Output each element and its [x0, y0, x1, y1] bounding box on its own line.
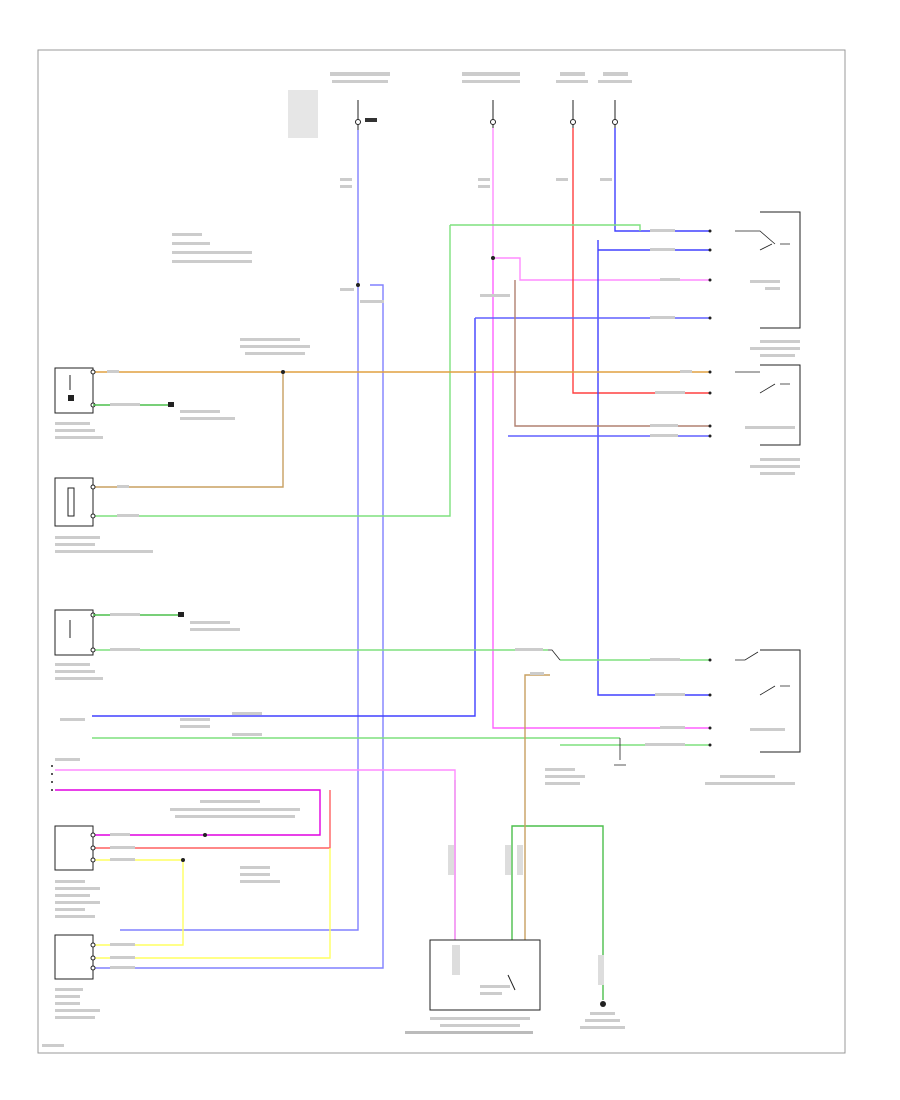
- wire-pink-main: [492, 128, 710, 281]
- switch-assembly-3: [705, 649, 801, 785]
- legend-notes: [172, 233, 252, 263]
- left-labels: [51, 712, 300, 862]
- fuse-feed-3: [556, 72, 588, 128]
- module-1: [54, 825, 280, 918]
- switch-assembly-2: [735, 364, 801, 475]
- wire-blue-right: [614, 128, 710, 232]
- wire-magenta-loop: [55, 789, 321, 836]
- wires: [55, 128, 710, 1000]
- splice-labels: [240, 256, 510, 374]
- fuse-feed-4: [598, 72, 632, 128]
- wire-pink-down: [492, 258, 710, 729]
- wire-green-s1: [92, 225, 451, 517]
- wire-yellow-2: [92, 848, 331, 959]
- wire-brown: [514, 280, 710, 427]
- sensor-1: [54, 367, 235, 439]
- relay-switch: [545, 649, 626, 785]
- wire-orange-s1: [92, 372, 284, 488]
- wire-tan-motor: [524, 674, 550, 940]
- wire-yellow-1: [92, 859, 184, 946]
- fuse-feed-2: [462, 72, 520, 128]
- sensor-2: [54, 477, 153, 553]
- wire-pink-lower: [55, 769, 456, 940]
- wire-red-main: [572, 128, 710, 394]
- wire-violet-branch: [92, 284, 384, 969]
- wire-red-lower: [92, 790, 331, 849]
- fuse-feed-1: [288, 72, 390, 138]
- wire-blue-center: [92, 318, 476, 717]
- page-marker: [42, 1044, 64, 1047]
- wire-blue-s2: [597, 240, 710, 696]
- wire-green-motor: [511, 825, 604, 1000]
- module-2: [54, 934, 100, 1019]
- right-pins: [708, 229, 712, 747]
- ground-1: [580, 955, 625, 1029]
- wire-violet-main: [120, 130, 359, 931]
- wire-green-top: [450, 224, 641, 231]
- wire-tags: [107, 178, 692, 969]
- switch-assembly-1: [735, 211, 801, 357]
- sensor-3: [54, 609, 240, 680]
- motor-module: [405, 845, 541, 1034]
- diagram-frame: [37, 49, 846, 1054]
